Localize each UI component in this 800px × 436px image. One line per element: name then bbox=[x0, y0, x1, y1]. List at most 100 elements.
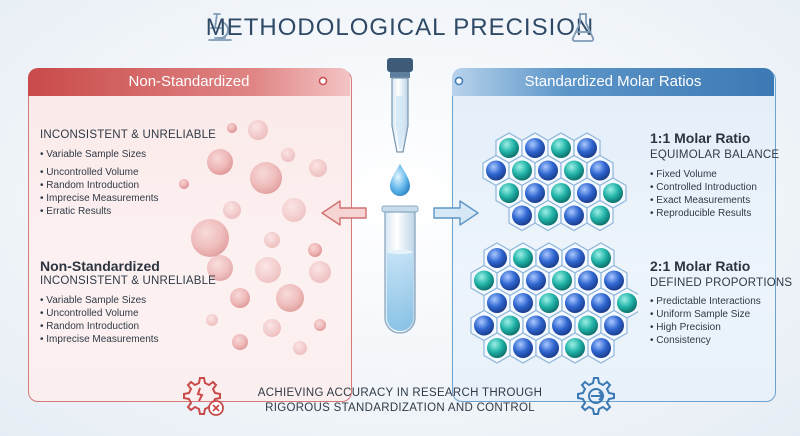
blue-molecule bbox=[526, 270, 546, 291]
blue-molecule bbox=[578, 270, 598, 291]
random-particles bbox=[179, 120, 331, 355]
gear-error-icon bbox=[183, 377, 224, 416]
teal-molecule bbox=[551, 138, 571, 158]
right-block1-heading: 1:1 Molar Ratio bbox=[650, 130, 751, 146]
teal-molecule bbox=[590, 205, 610, 226]
blue-molecule bbox=[513, 293, 533, 313]
center-apparatus bbox=[358, 58, 442, 334]
particle bbox=[281, 148, 295, 162]
list-item: Imprecise Measurements bbox=[40, 192, 200, 205]
page-title: METHODOLOGICAL PRECISION bbox=[205, 14, 595, 41]
particle bbox=[263, 319, 281, 337]
microscope-icon bbox=[208, 13, 232, 41]
teal-molecule bbox=[565, 338, 585, 358]
header-connector-dot bbox=[318, 76, 328, 86]
footer-line-2: RIGOROUS STANDARDIZATION AND CONTROL bbox=[265, 402, 535, 414]
particle bbox=[264, 232, 280, 248]
teal-molecule bbox=[591, 248, 611, 268]
particle bbox=[250, 162, 282, 194]
list-item: Controlled Introduction bbox=[650, 181, 770, 194]
particle bbox=[207, 149, 233, 175]
list-item: Variable Sample Sizes bbox=[40, 294, 200, 307]
teal-molecule bbox=[474, 270, 494, 291]
list-item: Uncontrolled Volume bbox=[40, 307, 200, 320]
test-tube-icon bbox=[381, 205, 419, 334]
list-item: Reproducible Results bbox=[650, 207, 770, 220]
blue-molecule bbox=[604, 270, 624, 291]
particle bbox=[191, 219, 229, 257]
footer-caption: ACHIEVING ACCURACY IN RESEARCH THROUGH R… bbox=[230, 386, 570, 416]
left-block2-heading: Non-Standardized bbox=[40, 258, 160, 274]
blue-molecule bbox=[591, 293, 611, 313]
right-block1-list: Fixed Volume Controlled Introduction Exa… bbox=[650, 168, 770, 220]
blue-molecule bbox=[565, 293, 585, 313]
particle bbox=[255, 257, 281, 283]
gear-arrow-icon bbox=[577, 377, 615, 415]
teal-molecule bbox=[499, 138, 519, 158]
teal-molecule bbox=[551, 183, 571, 203]
arrow-right-icon bbox=[433, 200, 479, 226]
blue-molecule bbox=[564, 205, 584, 226]
header-connector-dot bbox=[454, 76, 464, 86]
list-item: Consistency bbox=[650, 334, 770, 347]
list-item: Variable Sample Sizes bbox=[40, 148, 200, 161]
right-block2-heading: 2:1 Molar Ratio bbox=[650, 258, 751, 274]
particle bbox=[232, 334, 248, 350]
blue-molecule bbox=[487, 248, 507, 268]
list-item: Uniform Sample Size bbox=[650, 308, 770, 321]
particle bbox=[206, 314, 218, 326]
arrow-left-icon bbox=[321, 200, 367, 226]
blue-molecule bbox=[474, 315, 494, 336]
particle bbox=[314, 319, 326, 331]
teal-molecule bbox=[512, 160, 532, 181]
left-block1-subtitle: INCONSISTENT & UNRELIABLE bbox=[40, 129, 217, 141]
left-block1-list: Variable Sample Sizes Uncontrolled Volum… bbox=[40, 148, 200, 218]
list-item: Uncontrolled Volume bbox=[40, 166, 200, 179]
right-block1-subtitle: EQUIMOLAR BALANCE bbox=[650, 149, 780, 161]
particle bbox=[309, 261, 331, 283]
blue-molecule bbox=[577, 138, 597, 158]
blue-molecule bbox=[513, 338, 533, 358]
particle bbox=[223, 201, 241, 219]
list-item: Fixed Volume bbox=[650, 168, 770, 181]
teal-molecule bbox=[578, 315, 598, 336]
blue-molecule bbox=[552, 315, 572, 336]
blue-molecule bbox=[577, 183, 597, 203]
list-item: Imprecise Measurements bbox=[40, 333, 200, 346]
particle bbox=[276, 284, 304, 312]
standardized-header: Standardized Molar Ratios bbox=[452, 68, 774, 96]
blue-molecule bbox=[538, 160, 558, 181]
teal-molecule bbox=[499, 183, 519, 203]
left-block2-list: Variable Sample Sizes Uncontrolled Volum… bbox=[40, 294, 200, 346]
right-block2-subtitle: DEFINED PROPORTIONS bbox=[650, 277, 793, 289]
particle bbox=[309, 159, 327, 177]
particle bbox=[282, 198, 306, 222]
teal-molecule bbox=[500, 315, 520, 336]
list-item: Random Introduction bbox=[40, 320, 200, 333]
molecule-lattices bbox=[470, 132, 638, 364]
particle bbox=[293, 341, 307, 355]
particle bbox=[227, 123, 237, 133]
blue-molecule bbox=[486, 160, 506, 181]
list-item: Erratic Results bbox=[40, 205, 200, 218]
blue-molecule bbox=[525, 138, 545, 158]
particle bbox=[207, 255, 233, 281]
list-item: Exact Measurements bbox=[650, 194, 770, 207]
flask-icon bbox=[571, 13, 595, 42]
non-standardized-header: Non-Standardized bbox=[28, 68, 350, 96]
teal-molecule bbox=[617, 293, 637, 313]
list-item: High Precision bbox=[650, 321, 770, 334]
teal-molecule bbox=[538, 205, 558, 226]
particle bbox=[308, 243, 322, 257]
blue-molecule bbox=[539, 338, 559, 358]
blue-molecule bbox=[604, 315, 624, 336]
droplet-icon bbox=[390, 164, 410, 196]
blue-molecule bbox=[590, 160, 610, 181]
blue-molecule bbox=[591, 338, 611, 358]
blue-molecule bbox=[487, 293, 507, 313]
teal-molecule bbox=[552, 270, 572, 291]
pipette-icon bbox=[387, 58, 413, 153]
blue-molecule bbox=[565, 248, 585, 268]
blue-molecule bbox=[512, 205, 532, 226]
